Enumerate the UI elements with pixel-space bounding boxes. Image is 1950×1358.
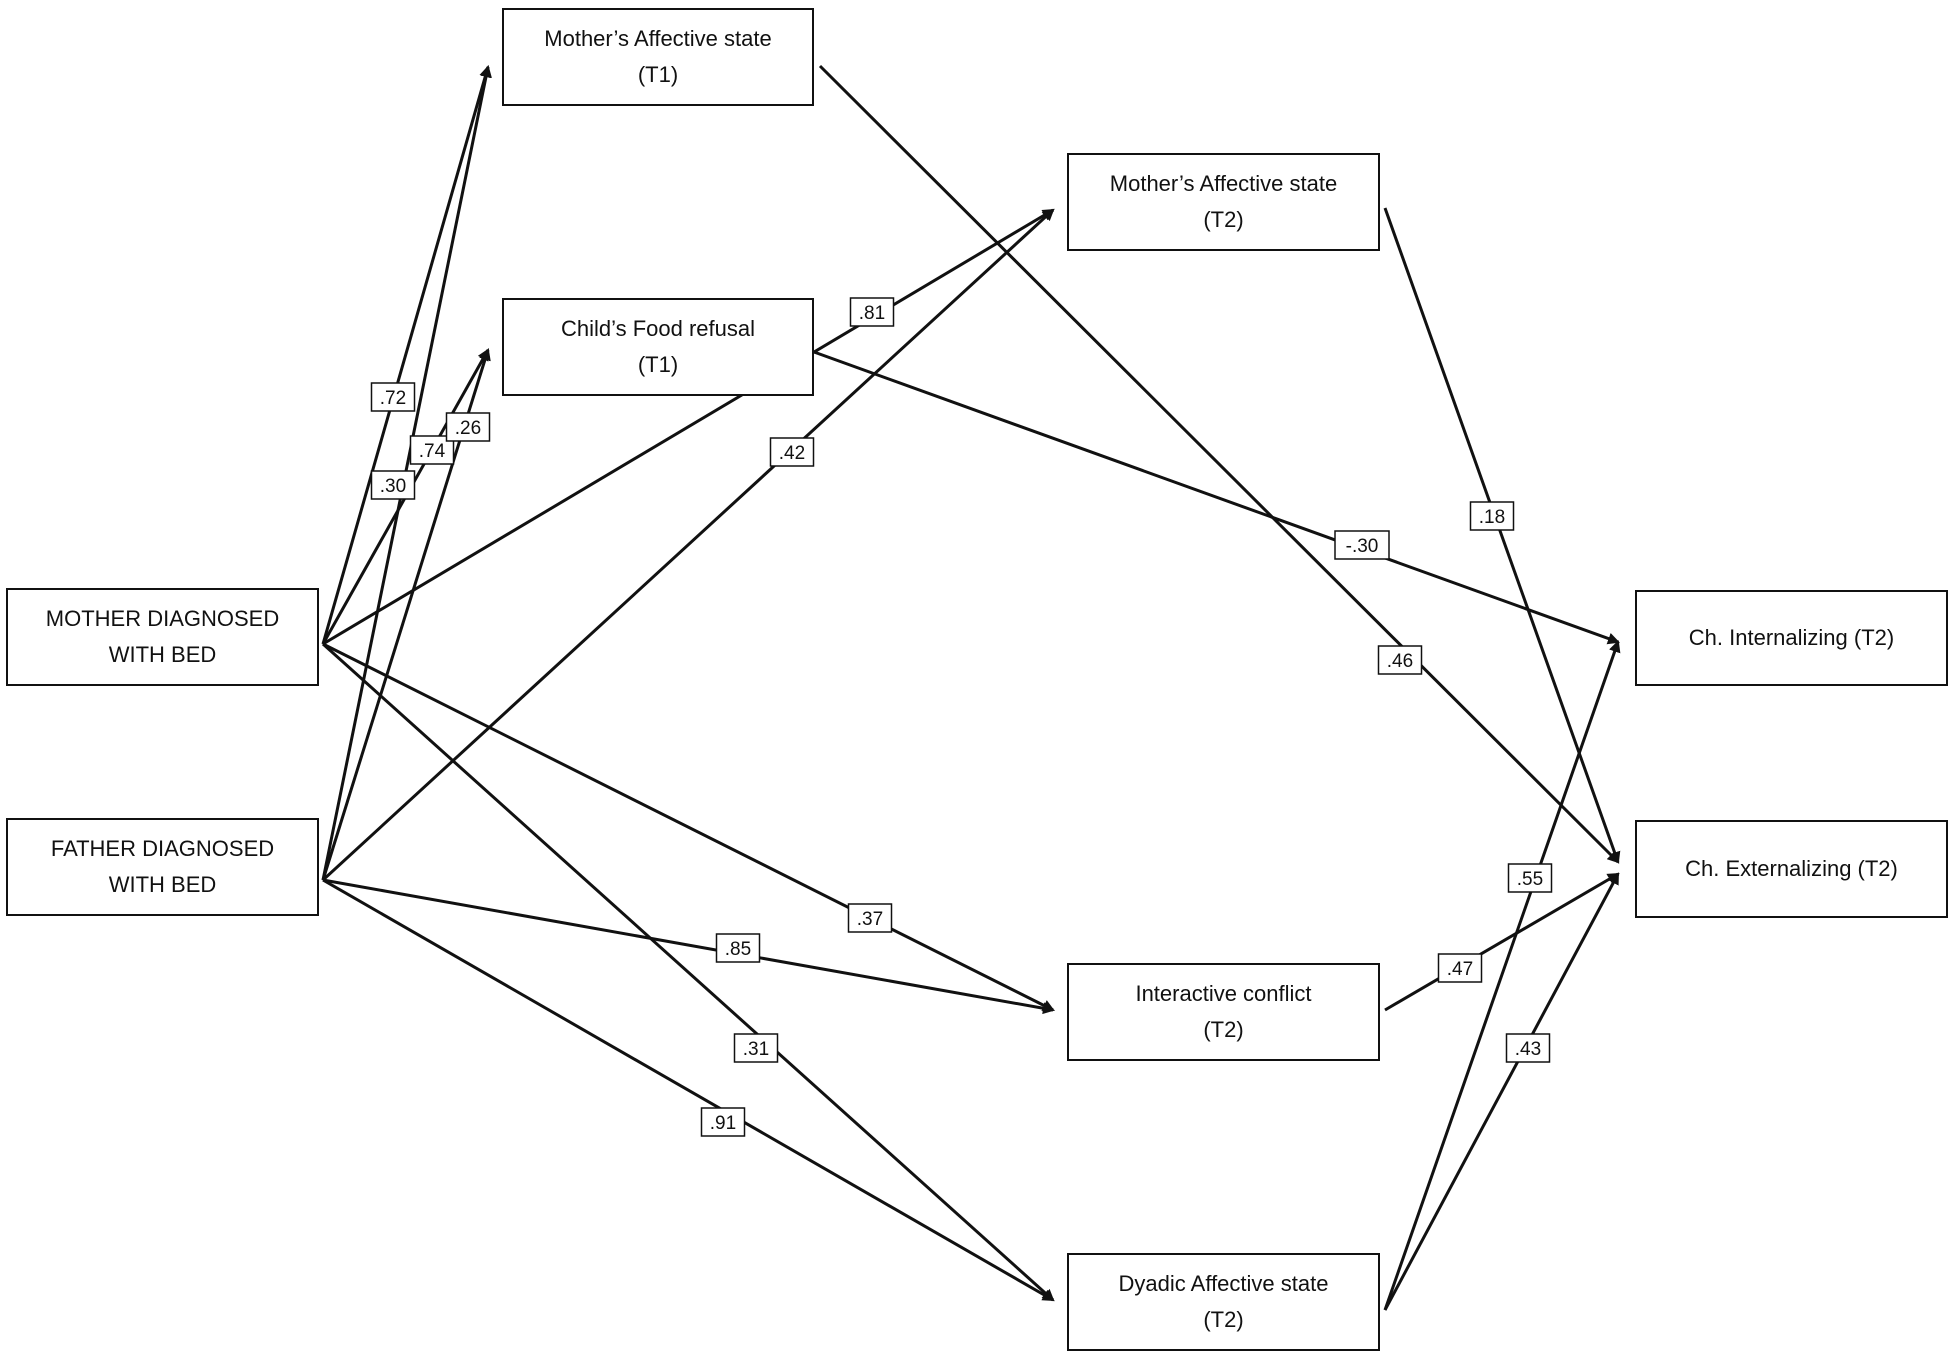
coefficient-box (715, 933, 761, 963)
node-label-line1: Dyadic Affective state (1118, 1271, 1329, 1296)
coefficient-box (445, 412, 491, 442)
path-arrow-dyadic_aff_t2-to-internalizing_t2 (1383, 640, 1621, 1311)
coefficient-box (1505, 1033, 1551, 1063)
node-mother-affective-state-t1: Mother’s Affective state (T1) (502, 8, 814, 106)
node-label-line2: (T1) (637, 352, 679, 377)
node-label-line2: (T2) (1203, 1307, 1244, 1332)
node-label-line1: Mother’s Affective state (544, 26, 772, 51)
node-child-externalizing-t2: Ch. Externalizing (T2) (1635, 820, 1948, 918)
path-coefficient-label: .72 (380, 388, 406, 409)
path-coefficient-label: .18 (1479, 507, 1505, 528)
coefficient-box (847, 903, 893, 933)
path-arrow-mother_aff_t1-to-externalizing_t2 (818, 64, 1620, 864)
node-label-line1: MOTHER DIAGNOSED (45, 606, 280, 631)
node-child-food-refusal-t1: Child’s Food refusal (T1) (502, 298, 814, 396)
coefficient-box (1437, 953, 1483, 983)
node-label-line1: Ch. Externalizing (T2) (1685, 856, 1898, 881)
node-label-line1: Interactive conflict (1135, 981, 1312, 1006)
node-dyadic-affective-state-t2: Dyadic Affective state (T2) (1067, 1253, 1380, 1351)
coefficient-box (733, 1033, 779, 1063)
path-arrow-mother_aff_t2-to-externalizing_t2 (1383, 207, 1621, 864)
path-coefficient-label: .37 (857, 909, 883, 930)
path-coefficient-label: .55 (1517, 869, 1543, 890)
path-coefficient-label: .85 (725, 939, 751, 960)
path-coefficient-label: -.30 (1346, 536, 1379, 557)
path-arrow-food_refusal_t1-to-internalizing_t2 (813, 350, 1620, 645)
node-label-line1: Child’s Food refusal (560, 316, 756, 341)
path-coefficient-label: .26 (455, 418, 481, 439)
node-label-line1: Ch. Internalizing (T2) (1688, 625, 1895, 650)
node-label-line2: (T2) (1203, 207, 1244, 232)
node-label-line2: (T1) (637, 62, 679, 87)
coefficient-box (370, 470, 416, 500)
coefficient-box (849, 297, 895, 327)
node-interactive-conflict-t2: Interactive conflict (T2) (1067, 963, 1380, 1061)
coefficient-box (1507, 863, 1553, 893)
path-arrow-mother_bed-to-mother_aff_t2 (322, 208, 1055, 646)
path-coefficient-label: .47 (1447, 959, 1473, 980)
coefficient-box (769, 437, 815, 467)
path-arrow-interactive_conflict_t2-to-externalizing_t2 (1384, 872, 1620, 1012)
node-father-diagnosed-bed: FATHER DIAGNOSED WITH BED (6, 818, 319, 916)
path-coefficient-label: .81 (859, 303, 885, 324)
path-coefficient-label: .43 (1515, 1039, 1541, 1060)
path-arrow-dyadic_aff_t2-to-externalizing_t2 (1383, 872, 1620, 1311)
coefficient-box (700, 1107, 746, 1137)
node-label-line2: WITH BED (108, 872, 217, 897)
path-arrow-mother_bed-to-interactive_conflict_t2 (322, 642, 1055, 1012)
coefficient-box (1469, 501, 1515, 531)
node-mother-diagnosed-bed: MOTHER DIAGNOSED WITH BED (6, 588, 319, 686)
path-coefficient-label: .46 (1387, 651, 1413, 672)
node-label-line1: FATHER DIAGNOSED (50, 836, 275, 861)
path-arrow-mother_bed-to-dyadic_aff_t2 (321, 642, 1055, 1302)
path-coefficient-label: .74 (419, 441, 446, 462)
node-label-line2: (T2) (1203, 1017, 1244, 1042)
path-coefficient-label: .31 (743, 1039, 769, 1060)
path-coefficient-label: .30 (380, 476, 406, 497)
coefficient-box (370, 382, 416, 412)
node-label-line1: Mother’s Affective state (1109, 171, 1338, 196)
coefficient-box (1377, 645, 1423, 675)
node-mother-affective-state-t2: Mother’s Affective state (T2) (1067, 153, 1380, 251)
coefficient-box (1334, 530, 1390, 560)
path-arrow-mother_bed-to-mother_aff_t1 (321, 65, 492, 645)
path-coefficient-label: .42 (779, 443, 805, 464)
node-label-line2: WITH BED (108, 642, 217, 667)
path-arrow-father_bed-to-mother_aff_t2 (321, 208, 1055, 882)
path-arrow-father_bed-to-dyadic_aff_t2 (322, 878, 1055, 1302)
path-arrow-father_bed-to-interactive_conflict_t2 (322, 878, 1055, 1015)
node-child-internalizing-t2: Ch. Internalizing (T2) (1635, 590, 1948, 686)
path-coefficient-label: .91 (710, 1113, 736, 1134)
